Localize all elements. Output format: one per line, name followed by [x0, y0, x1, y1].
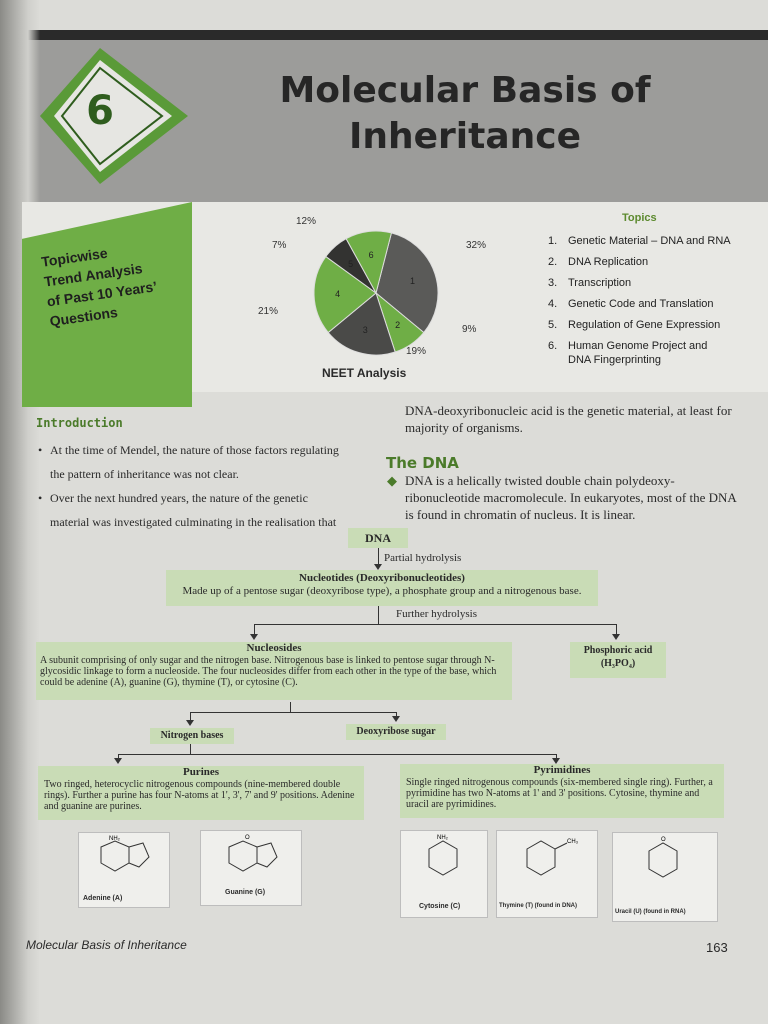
uracil-molecule-icon: O — [648, 837, 678, 878]
adenine-molecule-icon: NH₂ — [100, 836, 150, 872]
guanine-label: Guanine (G) — [225, 889, 266, 896]
flow-deoxyribose-box: Deoxyribose sugar — [346, 724, 446, 740]
pie-slice-number: 3 — [363, 325, 368, 335]
pie-label-12: 12% — [296, 216, 317, 227]
pie-slice-number: 4 — [335, 289, 340, 299]
flow-pyrimidines-box: Pyrimidines Single ringed nitrogenous co… — [400, 764, 724, 818]
cytosine-structure: NH₂ Cytosine (C) — [400, 830, 488, 918]
chapter-badge: 6 — [40, 46, 190, 191]
chapter-diamond-icon — [40, 48, 188, 184]
pie-slice-number: 5 — [348, 259, 353, 269]
pie-slice-3 — [327, 292, 396, 356]
thymine-structure: CH₃ Thymine (T) (found in DNA) — [496, 830, 598, 918]
pie-caption: NEET Analysis — [322, 366, 407, 380]
flow-nitrogen-bases-box: Nitrogen bases — [150, 728, 234, 744]
guanine-molecule-icon: O — [228, 835, 278, 872]
flow-partial-label: Partial hydrolysis — [384, 552, 462, 564]
adenine-structure: NH₂ Adenine (A) — [78, 832, 170, 908]
svg-text:O: O — [245, 835, 250, 841]
thymine-label: Thymine (T) (found in DNA) — [499, 903, 577, 909]
svg-text:NH₂: NH₂ — [437, 835, 449, 841]
svg-text:NH₂: NH₂ — [109, 836, 121, 842]
neet-pie-chart: 1 2 3 4 5 6 — [313, 230, 439, 356]
pie-label-21: 21% — [258, 306, 279, 317]
intro-title: Introduction — [36, 416, 123, 430]
pie-label-7: 7% — [272, 240, 287, 251]
flow-purines-box: Purines Two ringed, heterocyclic nitroge… — [38, 766, 364, 820]
chapter-title-line-1: Molecular Basis of — [279, 70, 651, 111]
footer-chapter-name: Molecular Basis of Inheritance — [26, 938, 187, 952]
flow-nucleotides-box: Nucleotides (Deoxyribonucleotides) Made … — [166, 570, 598, 606]
chapter-title: Molecular Basis of Inheritance — [255, 68, 675, 160]
dna-bullet: ◆DNA is a helically twisted double chain… — [387, 473, 737, 522]
topics-title: Topics — [622, 212, 657, 224]
pie-slice-6 — [345, 230, 393, 295]
uracil-label: Uracil (U) (found in RNA) — [615, 909, 686, 915]
pie-slice-number: 1 — [410, 276, 415, 286]
page-gutter-shadow — [0, 0, 40, 1024]
trend-panel — [22, 202, 192, 407]
chapter-number: 6 — [86, 88, 114, 134]
flow-dna-box: DNA — [348, 528, 408, 548]
intro-bullet-1: •At the time of Mendel, the nature of th… — [38, 443, 339, 481]
intro-right-paragraph: DNA-deoxyribonucleic acid is the genetic… — [405, 403, 732, 435]
thymine-molecule-icon: CH₃ — [526, 839, 579, 876]
chapter-title-line-2: Inheritance — [348, 116, 582, 157]
flow-nucleosides-box: Nucleosides A subunit comprising of only… — [36, 642, 512, 700]
dna-section-title: The DNA — [386, 454, 459, 472]
uracil-structure: O Uracil (U) (found in RNA) — [612, 832, 718, 922]
flow-further-label: Further hydrolysis — [396, 608, 477, 620]
guanine-structure: O Guanine (G) — [200, 830, 302, 906]
pie-slice-number: 2 — [395, 320, 400, 330]
pie-slice-number: 6 — [369, 250, 374, 260]
pie-label-32: 32% — [466, 240, 487, 251]
pie-label-19: 19% — [406, 346, 427, 357]
cytosine-label: Cytosine (C) — [419, 903, 461, 910]
pie-label-9: 9% — [462, 324, 477, 335]
intro-bullet-2: •Over the next hundred years, the nature… — [38, 491, 337, 529]
flow-phosphoric-box: Phosphoric acid (H₃PO₄) — [570, 642, 666, 678]
pie-slice-1 — [375, 232, 439, 334]
svg-text:CH₃: CH₃ — [567, 839, 579, 845]
svg-text:O: O — [661, 837, 666, 843]
page-number: 163 — [706, 940, 728, 955]
adenine-label: Adenine (A) — [83, 895, 123, 902]
cytosine-molecule-icon: NH₂ — [428, 835, 458, 876]
pie-slice-4 — [313, 255, 377, 334]
